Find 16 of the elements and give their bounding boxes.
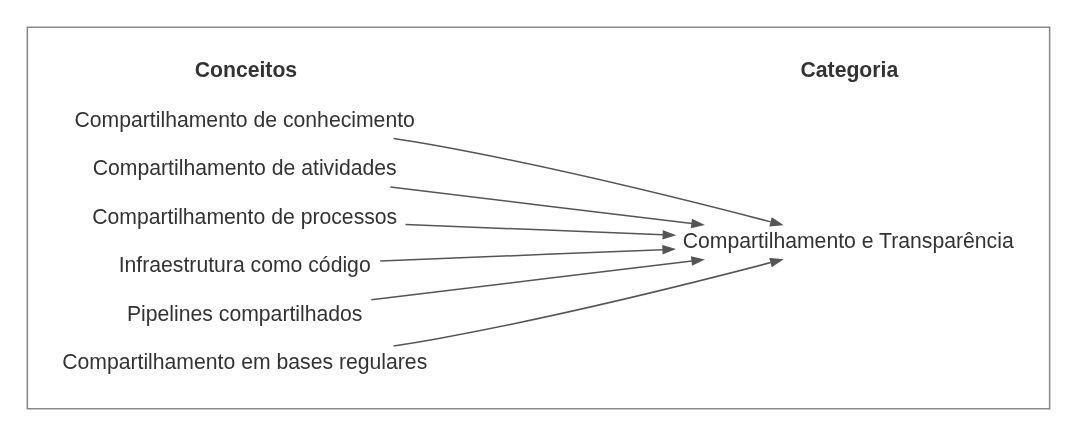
arrow [404,223,677,240]
label: Categoria [800,57,899,81]
arrow [389,186,705,229]
node-text: Compartilhamento de conhecimento [74,107,415,131]
cluster [26,26,1051,410]
arrow [392,137,784,227]
node-text: Compartilhamento de processos [92,204,398,228]
label: Conceitos [194,57,298,81]
node-text: Compartilhamento e Transparência [682,228,1014,252]
node-text: Compartilhamento em bases regulares [62,349,428,373]
node-text: Infraestrutura como código [118,253,371,277]
node-text: Compartilhamento de atividades [92,156,397,180]
arrow [379,244,676,262]
node-text: Pipelines compartilhados [126,301,363,325]
arrow [392,258,784,347]
arrow [370,256,705,301]
